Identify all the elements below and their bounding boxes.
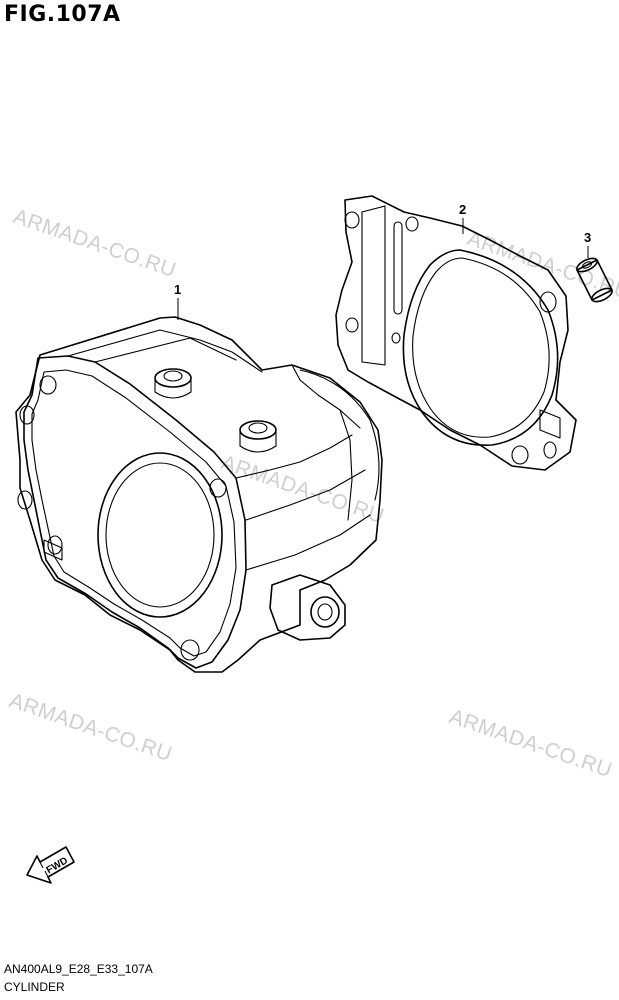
dowel-pin-drawing <box>576 257 613 303</box>
cylinder-gasket-drawing <box>335 195 577 471</box>
callout-2[interactable]: 2 <box>459 202 466 234</box>
callout-3-number: 3 <box>584 230 591 245</box>
diagram-name: CYLINDER <box>4 980 65 994</box>
callout-3[interactable]: 3 <box>584 230 591 258</box>
diagram-code: AN400AL9_E28_E33_107A <box>4 962 153 976</box>
figure-title: FIG.107A <box>4 2 121 27</box>
fwd-arrow-icon: FWD <box>26 846 75 884</box>
callout-2-number: 2 <box>459 202 466 217</box>
callout-1-number: 1 <box>174 282 181 297</box>
callout-1[interactable]: 1 <box>174 282 181 320</box>
watermark-5: ARMADA-CO.RU <box>446 705 615 782</box>
cylinder-drawing <box>15 316 383 673</box>
watermark-1: ARMADA-CO.RU <box>10 205 179 282</box>
watermark-4: ARMADA-CO.RU <box>6 689 175 766</box>
watermarks: ARMADA-CO.RU ARMADA-CO.RU ARMADA-CO.RU A… <box>6 205 619 782</box>
